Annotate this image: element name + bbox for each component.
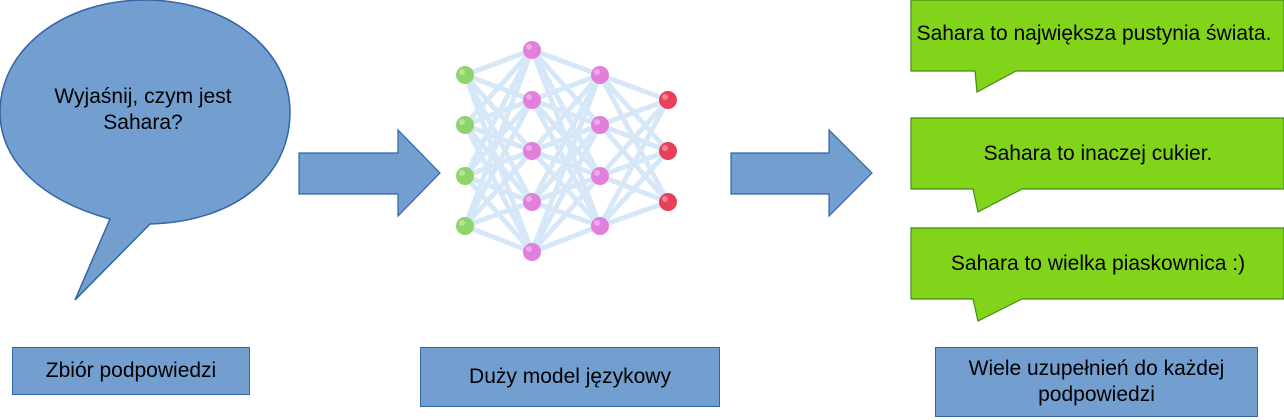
network-edge — [599, 97, 669, 128]
input-node — [456, 217, 474, 235]
output-node — [659, 142, 677, 160]
hidden-node — [523, 41, 541, 59]
network-edge — [530, 73, 602, 153]
network-edge — [462, 98, 535, 228]
output-node — [659, 193, 677, 211]
network-edge — [462, 49, 535, 227]
network-edge — [531, 223, 601, 255]
network-edge — [599, 72, 669, 103]
completion-callout — [910, 227, 1284, 322]
node-highlight — [459, 69, 465, 75]
hidden-node — [591, 217, 609, 235]
network-edge — [462, 48, 535, 178]
network-edge — [464, 199, 533, 229]
completion-text: Sahara to największa pustynia świata. — [916, 21, 1272, 45]
node-highlight — [594, 220, 600, 226]
output-node — [659, 91, 677, 109]
network-edge — [464, 47, 533, 78]
model-label: Duży model językowy — [420, 347, 720, 407]
node-highlight — [526, 196, 532, 202]
network-edge — [463, 149, 534, 228]
completion-callout — [910, 117, 1284, 213]
node-highlight — [526, 44, 532, 50]
hidden-node — [523, 142, 541, 160]
node-highlight — [594, 119, 600, 125]
arrow-right-icon — [298, 128, 441, 218]
prompts-label: Zbiór podpowiedzi — [12, 347, 250, 395]
network-edge — [530, 174, 602, 254]
network-edge — [529, 123, 603, 254]
neural-network-icon — [456, 41, 677, 261]
node-highlight — [459, 220, 465, 226]
network-edge — [463, 48, 534, 127]
hidden-node — [591, 167, 609, 185]
input-node — [456, 167, 474, 185]
node-highlight — [662, 145, 668, 151]
network-edge — [531, 72, 601, 103]
network-edge — [531, 47, 601, 78]
hidden-node — [591, 66, 609, 84]
network-edge — [598, 149, 670, 228]
node-highlight — [459, 170, 465, 176]
node-highlight — [526, 94, 532, 100]
node-highlight — [526, 246, 532, 252]
node-highlight — [459, 119, 465, 125]
node-highlight — [594, 170, 600, 176]
network-edge — [597, 98, 671, 228]
hidden-node — [523, 243, 541, 261]
prompt-speech-bubble — [0, 0, 291, 301]
network-edge — [529, 73, 603, 204]
input-node — [456, 66, 474, 84]
network-edge — [598, 98, 670, 178]
node-highlight — [526, 145, 532, 151]
hidden-node — [591, 116, 609, 134]
input-node — [456, 116, 474, 134]
prompt-text: Wyjaśnij, czym jest Sahara? — [54, 84, 232, 134]
completion-callout — [910, 0, 1284, 93]
node-highlight — [594, 69, 600, 75]
node-highlight — [662, 94, 668, 100]
node-highlight — [662, 196, 668, 202]
network-edge — [599, 199, 669, 229]
completion-text: Sahara to wielka piaskownica :) — [950, 251, 1246, 275]
completions-label: Wiele uzupełnień do każdej podpowiedzi — [935, 347, 1258, 417]
network-edge — [529, 74, 603, 253]
hidden-node — [523, 91, 541, 109]
completion-text: Sahara to inaczej cukier. — [983, 141, 1213, 165]
network-edge — [464, 223, 533, 255]
hidden-node — [523, 193, 541, 211]
arrow-right-icon — [730, 128, 873, 218]
